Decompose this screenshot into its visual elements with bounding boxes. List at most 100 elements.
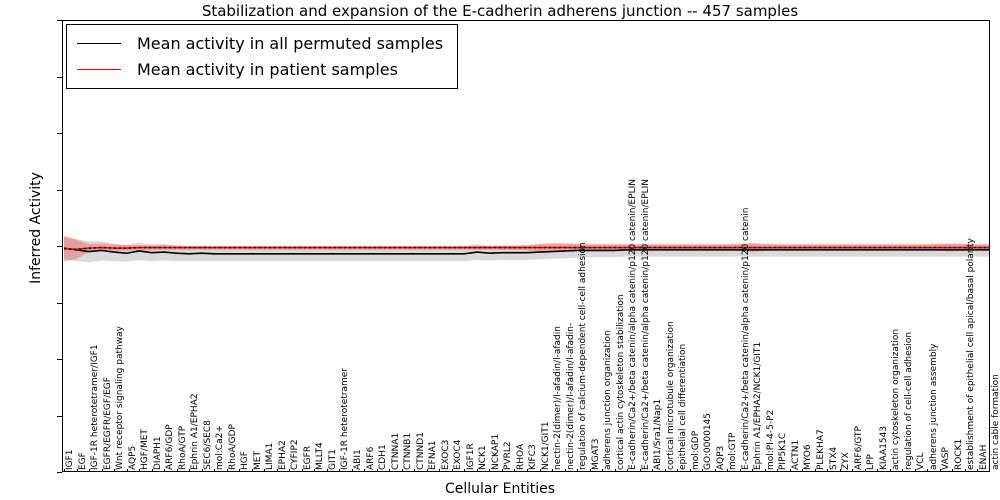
x-tick-mark bbox=[589, 469, 591, 471]
x-tick-label: CTNND1 bbox=[415, 432, 426, 470]
x-tick-mark bbox=[326, 469, 328, 471]
legend-item: Mean activity in all permuted samples bbox=[77, 30, 443, 56]
x-tick-mark bbox=[839, 469, 841, 471]
x-tick-label: establishment of epithelial cell apical/… bbox=[966, 238, 977, 470]
x-tick-label: HGF bbox=[240, 451, 251, 470]
legend-label: Mean activity in patient samples bbox=[137, 59, 398, 79]
y-tick-mark bbox=[57, 302, 62, 304]
x-tick-label: EGFR bbox=[302, 445, 313, 470]
x-tick-label: DIAPH1 bbox=[152, 436, 163, 470]
y-axis-label: Inferred Activity bbox=[28, 172, 44, 284]
x-tick-label: cortical actin cytoskeleton stabilizatio… bbox=[615, 294, 626, 470]
x-tick-mark bbox=[189, 469, 191, 471]
x-tick-label: IGF-1R heterotetramer bbox=[340, 367, 351, 470]
series-canvas bbox=[63, 235, 989, 263]
x-tick-label: mol:PI-4-5-P2 bbox=[765, 409, 776, 470]
x-tick-label: regulation of cell-cell adhesion bbox=[903, 331, 914, 470]
x-axis-label: Cellular Entities bbox=[444, 481, 556, 497]
x-tick-mark bbox=[89, 469, 91, 471]
x-tick-mark bbox=[577, 469, 579, 471]
x-tick-label: nectin-2(dimer)/l-afadin/l-afadin- bbox=[565, 322, 576, 470]
series-line-permuted bbox=[63, 247, 989, 255]
x-tick-label: actin cable formation bbox=[991, 374, 1000, 470]
x-tick-label: mol:Ca2+ bbox=[215, 425, 226, 470]
legend-item: Mean activity in patient samples bbox=[77, 56, 443, 82]
x-tick-label: KIFC3 bbox=[528, 444, 539, 470]
x-tick-mark bbox=[652, 469, 654, 471]
x-tick-mark bbox=[76, 469, 78, 471]
x-tick-label: GO:0000145 bbox=[703, 412, 714, 470]
x-tick-mark bbox=[927, 469, 929, 471]
x-tick-mark bbox=[139, 469, 141, 471]
x-tick-label: CTNNB1 bbox=[403, 432, 414, 470]
x-tick-mark bbox=[964, 469, 966, 471]
x-tick-label: HGF/MET bbox=[140, 429, 151, 470]
x-tick-label: LIMA1 bbox=[265, 442, 276, 470]
x-tick-label: IGF1 bbox=[65, 449, 76, 470]
x-tick-mark bbox=[677, 469, 679, 471]
y-tick-mark bbox=[57, 246, 62, 247]
x-tick-mark bbox=[552, 469, 554, 471]
x-tick-label: EGFR/EGFR/EGF/EGF bbox=[102, 377, 113, 470]
x-tick-mark bbox=[214, 469, 216, 471]
x-tick-label: mol:GTP bbox=[728, 432, 739, 470]
x-tick-label: EXOC3 bbox=[440, 439, 451, 470]
x-tick-mark bbox=[852, 469, 854, 471]
x-tick-label: AQP5 bbox=[127, 445, 138, 470]
x-tick-label: ENAH bbox=[978, 444, 989, 470]
x-tick-label: EXOC4 bbox=[453, 439, 464, 470]
x-tick-mark bbox=[339, 469, 341, 471]
x-tick-mark bbox=[864, 469, 866, 471]
x-tick-label: ARF6/GDP bbox=[165, 424, 176, 470]
x-tick-mark bbox=[376, 469, 378, 471]
x-tick-mark bbox=[276, 469, 278, 471]
x-tick-label: PVRL2 bbox=[503, 441, 514, 470]
x-tick-mark bbox=[902, 469, 904, 471]
x-tick-label: ARF6/GTP bbox=[853, 426, 864, 470]
x-tick-mark bbox=[764, 469, 766, 471]
x-tick-mark bbox=[952, 469, 954, 471]
x-tick-label: nectin-2(dimer)/l-afadin/l-afadin bbox=[553, 326, 564, 470]
x-tick-label: AQP3 bbox=[715, 445, 726, 470]
legend-label: Mean activity in all permuted samples bbox=[137, 33, 444, 53]
x-tick-label: adherens junction organization bbox=[603, 330, 614, 470]
plot-area bbox=[62, 20, 990, 472]
x-tick-label: ROCK1 bbox=[953, 438, 964, 470]
x-tick-label: NCK1/GIT1 bbox=[540, 421, 551, 470]
x-tick-label: CDH1 bbox=[378, 444, 389, 470]
x-tick-label: IGF-1R heterotetramer/IGF1 bbox=[90, 344, 101, 470]
x-tick-label: ZYX bbox=[841, 452, 852, 470]
x-tick-label: STX4 bbox=[828, 446, 839, 470]
x-tick-label: E-cadherin/Ca2+/beta catenin/alpha caten… bbox=[640, 178, 651, 470]
x-tick-mark bbox=[564, 469, 566, 471]
x-tick-mark bbox=[439, 469, 441, 471]
x-tick-mark bbox=[151, 469, 153, 471]
x-tick-mark bbox=[364, 469, 366, 471]
x-tick-label: EPHA2 bbox=[277, 440, 288, 470]
series-confidence-band bbox=[64, 236, 989, 263]
x-tick-mark bbox=[251, 469, 253, 471]
x-tick-label: MLLT4 bbox=[315, 442, 326, 470]
y-tick-mark bbox=[57, 472, 62, 473]
x-tick-label: RHOA bbox=[515, 443, 526, 470]
x-tick-label: RhoA/GTP bbox=[177, 425, 188, 470]
x-tick-label: ABI1 bbox=[353, 449, 363, 470]
x-tick-mark bbox=[101, 469, 103, 471]
x-tick-label: E-cadherin/Ca2+/beta catenin/alpha caten… bbox=[740, 207, 751, 470]
series-confidence-band bbox=[64, 235, 989, 262]
x-tick-label: CTNNA1 bbox=[390, 432, 401, 470]
x-tick-label: ABI1/Sra1/Nap1 bbox=[653, 398, 664, 470]
x-tick-mark bbox=[627, 469, 629, 471]
x-tick-mark bbox=[514, 469, 516, 471]
x-tick-mark bbox=[501, 469, 503, 471]
x-tick-mark bbox=[114, 469, 116, 471]
x-tick-mark bbox=[264, 469, 266, 471]
x-tick-mark bbox=[664, 469, 666, 471]
x-tick-mark bbox=[939, 469, 941, 471]
x-tick-mark bbox=[451, 469, 453, 471]
x-tick-label: epithelial cell differentiation bbox=[678, 343, 689, 470]
x-tick-mark bbox=[714, 469, 716, 471]
y-tick-mark bbox=[57, 415, 62, 417]
x-tick-mark bbox=[164, 469, 166, 471]
x-tick-mark bbox=[289, 469, 291, 471]
